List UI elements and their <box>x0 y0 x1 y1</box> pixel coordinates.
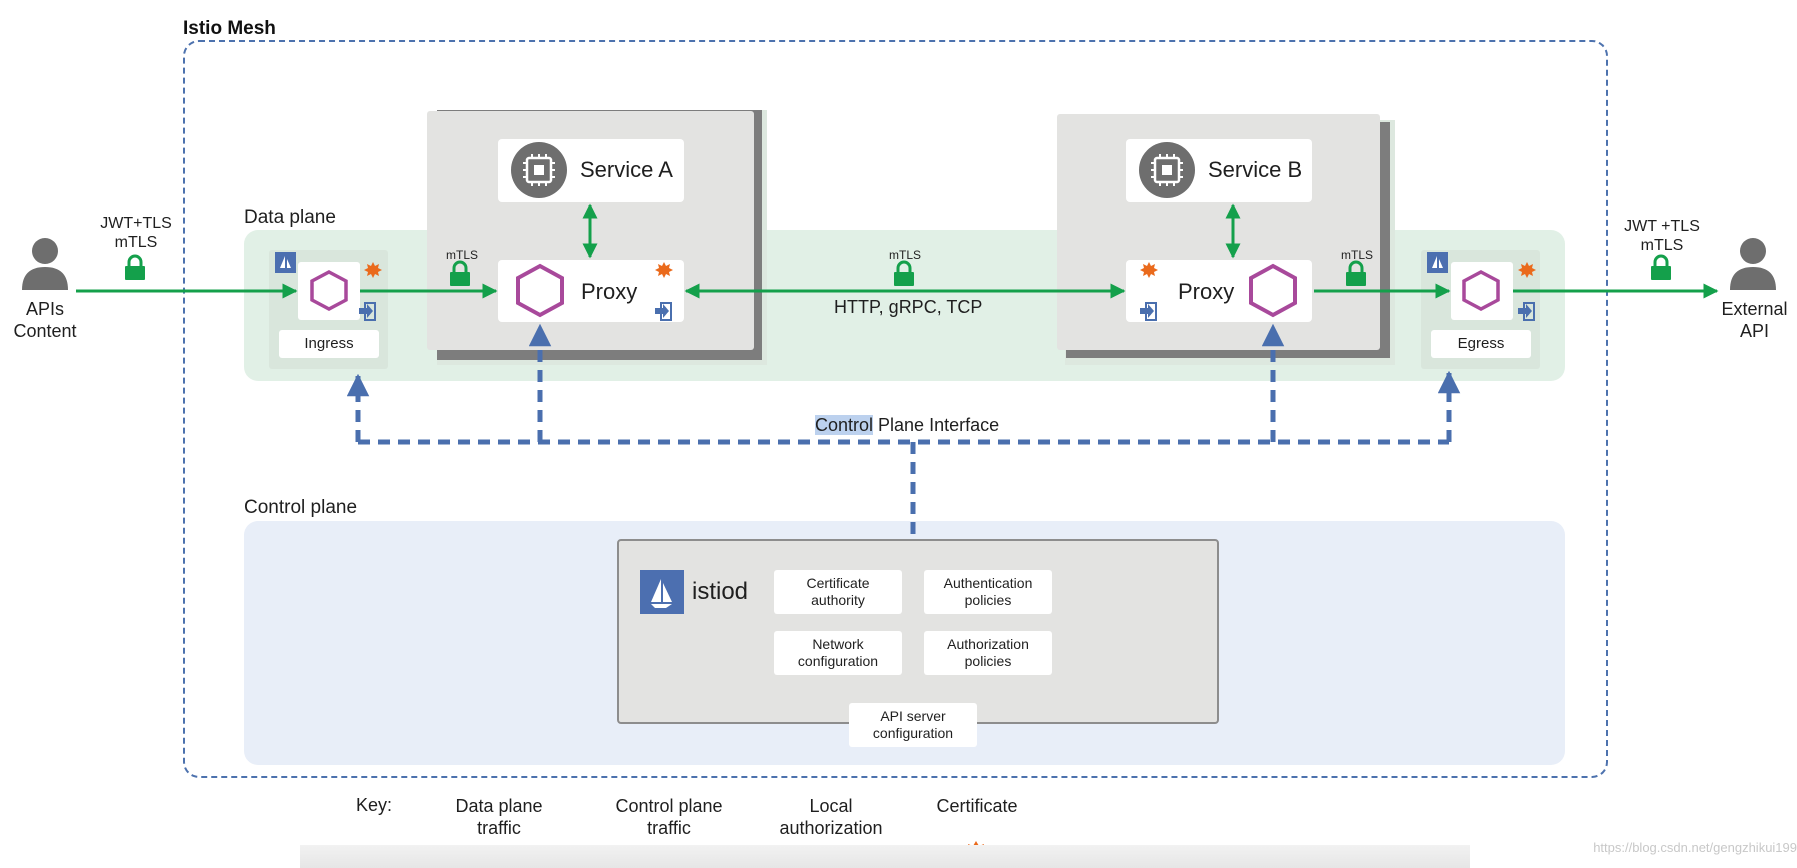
left-auth-label: JWT+TLS mTLS <box>100 215 172 251</box>
istiod-box <box>617 539 1219 724</box>
key-data-plane-traffic: Data plane traffic <box>455 796 543 838</box>
protocols-label: HTTP, gRPC, TCP <box>834 297 983 317</box>
ingress-istio-icon <box>275 252 296 273</box>
apis-content-person-icon <box>22 238 68 290</box>
istiod-label: istiod <box>692 578 749 605</box>
lock-icon-ingress <box>450 260 470 286</box>
mtls-label-ingress: mTLS <box>446 248 479 262</box>
certificate-icon-ingress <box>364 262 382 278</box>
proxy-b-hexagon-icon <box>1249 263 1297 318</box>
certificate-icon-egress <box>1518 262 1536 278</box>
proxy-b-label: Proxy <box>1178 279 1235 304</box>
key-title: Key: <box>356 795 393 815</box>
service-b-chip-icon <box>1139 142 1195 198</box>
proxy-a-hexagon-icon <box>516 263 564 318</box>
egress-label: Egress <box>1431 330 1531 358</box>
data-plane-label: Data plane <box>244 207 336 228</box>
control-plane-interface-highlight: Control <box>815 415 874 435</box>
right-auth-label: JWT +TLS mTLS <box>1624 218 1700 254</box>
service-b-label: Service B <box>1208 157 1303 182</box>
external-api-person-icon <box>1730 238 1776 290</box>
local-authorization-icon-proxy-a <box>655 302 672 321</box>
certificate-icon-proxy-b <box>1140 262 1158 278</box>
key-control-plane-traffic: Control plane traffic <box>615 796 723 838</box>
key-local-authorization: Local authorization <box>779 796 883 838</box>
lock-icon-right <box>1651 254 1671 280</box>
mesh-title: Istio Mesh <box>183 18 276 39</box>
external-api-label: External API <box>1721 299 1788 341</box>
lock-icon-left <box>125 254 145 280</box>
mtls-label-egress: mTLS <box>1341 248 1374 262</box>
lock-icon-middle <box>894 260 914 286</box>
apis-content-label: APIs Content <box>13 299 77 341</box>
ingress-hexagon-icon <box>310 270 348 311</box>
watermark: https://blog.csdn.net/gengzhikui199 <box>1593 840 1797 855</box>
proxy-a-label: Proxy <box>581 279 638 304</box>
mesh-boundary <box>183 40 1608 778</box>
istio-logo-icon <box>640 570 684 614</box>
control-plane-label: Control plane <box>244 497 358 518</box>
local-authorization-icon-proxy-b <box>1140 302 1157 321</box>
service-a-label: Service A <box>580 157 673 182</box>
egress-istio-icon <box>1427 252 1448 273</box>
mtls-label-middle: mTLS <box>889 248 922 262</box>
local-authorization-icon-egress <box>1518 302 1535 321</box>
lock-icon-egress <box>1346 260 1366 286</box>
control-plane-interface-label: Control Plane Interface <box>815 415 1000 436</box>
certificate-icon-proxy-a <box>655 262 673 278</box>
egress-hexagon-icon <box>1462 270 1500 311</box>
local-authorization-icon-ingress <box>359 302 376 321</box>
ingress-label: Ingress <box>279 330 379 358</box>
key-certificate: Certificate <box>936 796 1018 816</box>
service-a-chip-icon <box>511 142 567 198</box>
key-bar <box>300 845 1470 868</box>
